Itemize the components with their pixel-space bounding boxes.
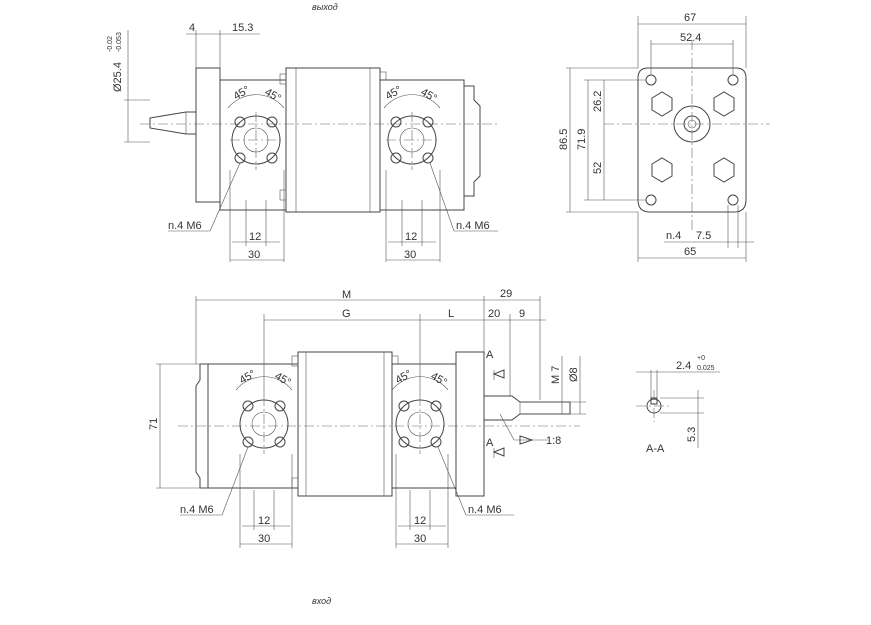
section-label: А-А <box>646 443 665 455</box>
outlet-label: выход <box>312 2 338 12</box>
end-dim-86-5: 86.5 <box>558 129 570 150</box>
end-dim-71-9: 71.9 <box>576 129 588 150</box>
side-view: 45° 45° 45° 45° M G L 29 20 9 <box>148 288 586 548</box>
side-dia-8: Ø8 <box>568 367 580 382</box>
top-bolts-right: n.4 M6 <box>456 220 490 232</box>
top-dim-30-right: 30 <box>404 249 416 261</box>
end-hole-dia: 7.5 <box>696 230 711 242</box>
side-section-mark-top: А <box>486 349 494 361</box>
side-dim-9: 9 <box>519 308 525 320</box>
side-dim-29: 29 <box>500 288 512 300</box>
side-dim-G: G <box>342 308 351 320</box>
side-dim-12-right: 12 <box>414 515 426 527</box>
section-key-tol-lower: 0.025 <box>697 365 715 372</box>
end-dim-26-2: 26.2 <box>592 91 604 112</box>
top-dim-4: 4 <box>189 22 195 34</box>
top-shaft-diameter: Ø25.4 <box>112 62 124 92</box>
top-dim-12-right: 12 <box>405 231 417 243</box>
top-shaft-tol-lower: -0.053 <box>116 32 123 52</box>
side-bolts-left: n.4 M6 <box>180 504 214 516</box>
top-dim-15-3: 15.3 <box>232 22 253 34</box>
section-key-tol-upper: +0 <box>697 355 705 362</box>
section-key-width: 2.4 <box>676 360 691 372</box>
side-dim-12-left: 12 <box>258 515 270 527</box>
end-view: 67 52.4 86.5 71.9 26.2 52 n.4 7.5 65 <box>558 12 770 262</box>
side-taper: 1:8 <box>546 435 561 447</box>
side-dim-71: 71 <box>148 418 160 430</box>
end-holes: n.4 <box>666 230 681 242</box>
end-dim-65: 65 <box>684 246 696 258</box>
side-thread: M 7 <box>550 366 562 384</box>
top-view: 45° 45° 45° 45° 4 15.3 Ø25.4 -0.02 -0.05… <box>107 22 500 262</box>
side-dim-L: L <box>448 308 454 320</box>
side-section-mark-bottom: А <box>486 437 494 449</box>
section-view: 2.4 +0 0.025 5.3 А-А <box>636 355 720 455</box>
end-dim-52: 52 <box>592 162 604 174</box>
top-dim-30-left: 30 <box>248 249 260 261</box>
top-dim-12-left: 12 <box>249 231 261 243</box>
side-bolts-right: n.4 M6 <box>468 504 502 516</box>
side-dim-M: M <box>342 289 351 301</box>
side-dim-20: 20 <box>488 308 500 320</box>
end-dim-52-4: 52.4 <box>680 32 701 44</box>
side-dim-30-left: 30 <box>258 533 270 545</box>
top-shaft-tol-upper: -0.02 <box>107 36 114 52</box>
section-key-depth: 5.3 <box>686 427 698 442</box>
side-dim-30-right: 30 <box>414 533 426 545</box>
top-bolts-left: n.4 M6 <box>168 220 202 232</box>
end-dim-67: 67 <box>684 12 696 24</box>
inlet-label: вход <box>312 596 331 606</box>
